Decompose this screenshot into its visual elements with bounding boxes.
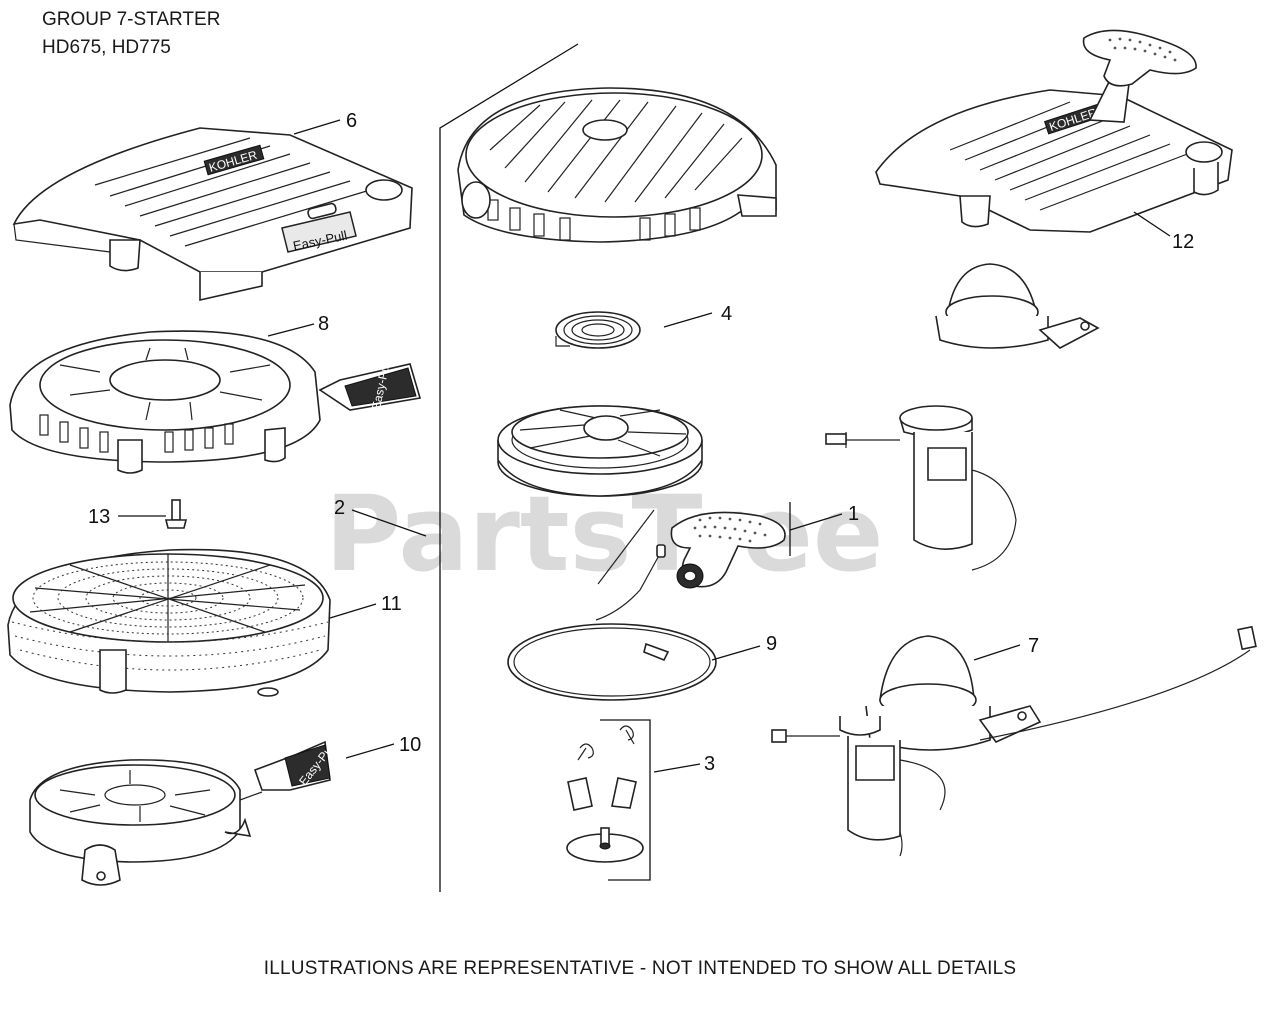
callout-2: 2 (334, 497, 345, 519)
part-3-pawl-kit[interactable] (566, 719, 651, 881)
part-9-starter-rope[interactable] (507, 509, 717, 701)
diagram-header: GROUP 7-STARTER HD675, HD775 (42, 6, 220, 62)
callout-11: 11 (381, 593, 402, 615)
leader-4 (663, 312, 713, 328)
part-6-easy-pull-cover[interactable]: KOHLER Easy-Pull (12, 127, 413, 302)
callout-3: 3 (704, 753, 715, 775)
model-numbers: HD675, HD775 (42, 37, 171, 58)
leader-6 (293, 119, 341, 135)
callout-6: 6 (346, 110, 357, 132)
leader-10 (345, 743, 395, 759)
callout-9: 9 (766, 633, 777, 655)
leader-7 (973, 644, 1021, 661)
rope-pulley[interactable] (497, 405, 703, 497)
callout-7: 7 (1028, 635, 1039, 657)
callout-13: 13 (88, 506, 110, 528)
leader-8 (267, 323, 315, 337)
assembly-bracket-line (439, 43, 579, 892)
part-4-recoil-spring[interactable] (555, 311, 641, 349)
callout-1: 1 (848, 503, 859, 525)
part-10-small-recoil-starter[interactable]: Easy-Pull (29, 740, 338, 886)
callout-8: 8 (318, 313, 329, 335)
part-11-mesh-screen-cover[interactable] (7, 548, 331, 697)
electric-starter-upper[interactable] (825, 263, 1100, 571)
disclaimer-footer: ILLUSTRATIONS ARE REPRESENTATIVE - NOT I… (263, 958, 1017, 979)
leader-2 (351, 509, 427, 537)
callout-12: 12 (1172, 231, 1194, 253)
leader-11 (329, 603, 377, 619)
part-8-recoil-starter[interactable]: Easy-Pull (9, 330, 422, 474)
part-12-cover-with-handle[interactable]: KOHLER (875, 29, 1233, 233)
leader-1 (789, 513, 843, 531)
leader-9 (711, 645, 761, 661)
group-title: GROUP 7-STARTER (42, 9, 221, 30)
part-13-screw[interactable] (164, 499, 188, 529)
callout-10: 10 (399, 734, 421, 756)
leader-12 (1133, 211, 1171, 237)
part-7-electric-starter[interactable] (771, 625, 1257, 857)
starter-housing[interactable] (457, 87, 777, 243)
callout-4: 4 (721, 303, 732, 325)
leader-3 (653, 763, 701, 773)
part-1-t-handle[interactable] (670, 511, 786, 589)
